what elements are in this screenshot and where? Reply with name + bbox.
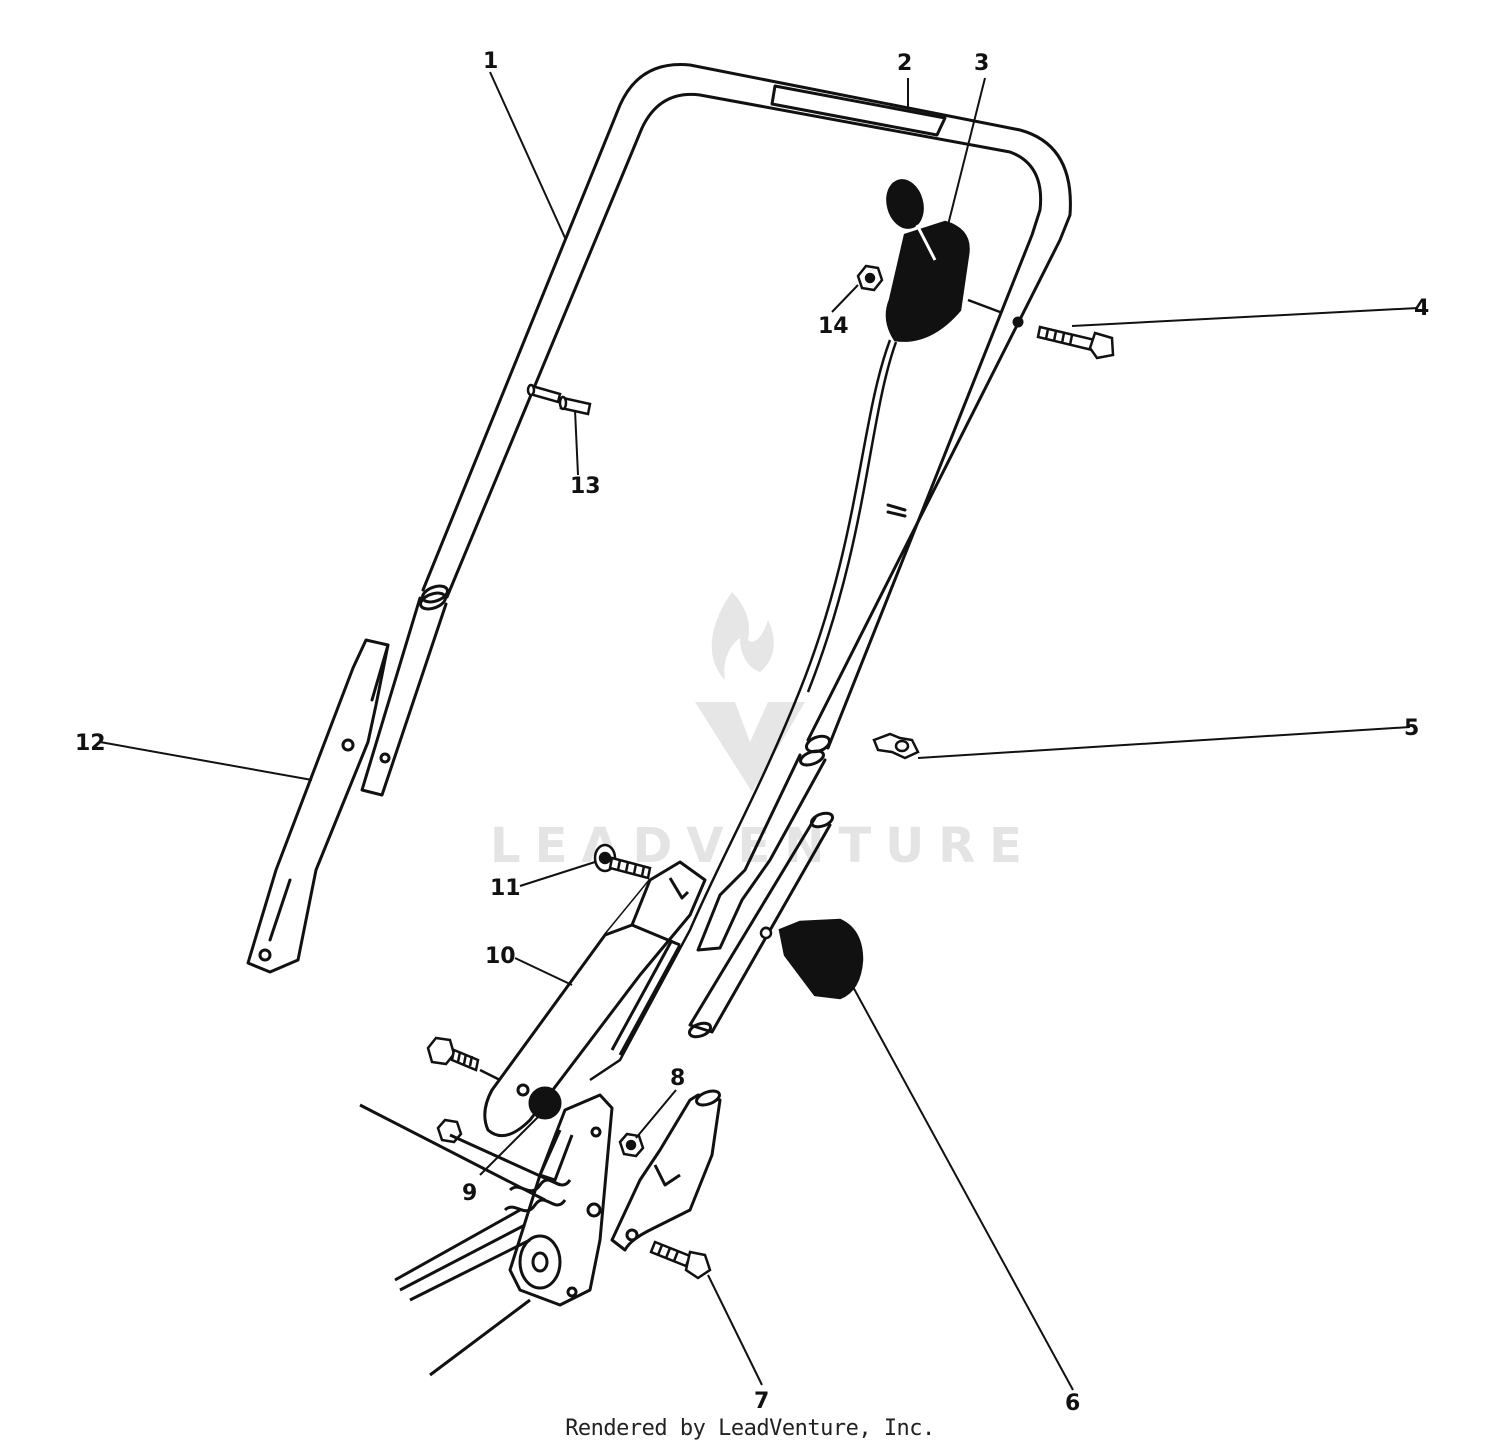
callout-4: 4 (1414, 296, 1429, 321)
right-lower-tube (687, 749, 835, 1039)
callout-6: 6 (1065, 1391, 1080, 1416)
pins-13 (526, 383, 592, 416)
bolt-4 (1036, 325, 1115, 360)
nut-8 (618, 1132, 645, 1158)
watermark-text: LEADVENTURE (490, 818, 1036, 874)
knob-6 (759, 918, 864, 1000)
callout-2: 2 (897, 51, 912, 76)
callout-8: 8 (670, 1066, 685, 1091)
callout-5: 5 (1404, 716, 1419, 741)
control-cable (589, 339, 898, 1082)
callout-10: 10 (485, 944, 516, 969)
lower-right-bar (610, 1089, 722, 1252)
throttle-control (885, 179, 1001, 342)
deck-bracket (359, 1093, 614, 1377)
left-brace-bar (246, 638, 390, 974)
bolt-7 (649, 1240, 712, 1280)
footer-credit: Rendered by LeadVenture, Inc. (565, 1416, 935, 1441)
cable-clip-5 (872, 732, 920, 760)
callout-9: 9 (462, 1181, 477, 1206)
left-lower-tube (360, 591, 448, 797)
callout-1: 1 (483, 49, 498, 74)
callout-11: 11 (490, 876, 521, 901)
callout-14: 14 (818, 314, 849, 339)
callout-12: 12 (75, 731, 106, 756)
bolt-11 (593, 843, 652, 880)
callout-13: 13 (570, 474, 601, 499)
bolt-bracket (426, 1036, 501, 1082)
callout-3: 3 (974, 51, 989, 76)
nut-14 (856, 264, 884, 292)
upper-handle (421, 63, 1072, 754)
callout-labels: 1 2 3 4 5 6 7 8 9 10 11 12 13 14 (75, 49, 1429, 1416)
leader-lines (99, 71, 1419, 1391)
bracket-10 (483, 860, 707, 1138)
callout-7: 7 (754, 1389, 769, 1414)
watermark-logo (695, 592, 805, 792)
